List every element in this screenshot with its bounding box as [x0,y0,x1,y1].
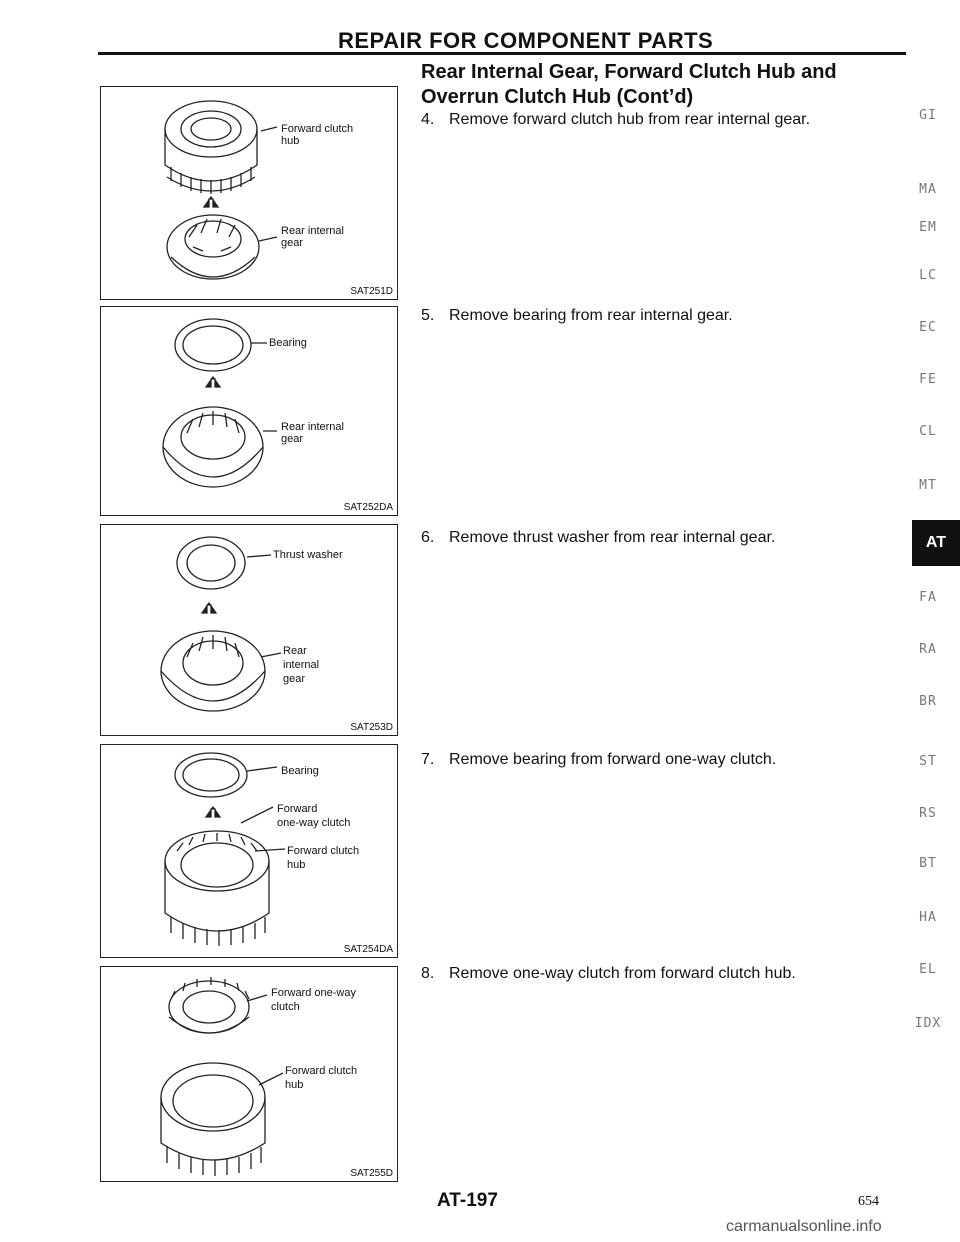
step-text: Remove bearing from rear internal gear. [449,307,733,324]
watermark: carmanualsonline.info [726,1218,882,1235]
label-forward-clutch: Forward clutch [285,1065,358,1077]
figure-sat253d: Thrust washer Rear internal gear SAT253D [100,524,398,736]
figure-sat255d: Forward one-way clutch Forward clutch hu… [100,966,398,1182]
step-number: 4. [421,111,435,128]
label-internal: internal [283,659,320,671]
tab-mt[interactable]: MT [919,478,937,493]
step-number: 8. [421,965,435,982]
label-rear: Rear [283,645,307,657]
step-5: 5. Remove bearing from rear internal gear… [421,306,733,326]
tab-ec[interactable]: EC [919,320,937,335]
label-forward: Forward [277,803,318,815]
step-8: 8. Remove one-way clutch from forward clu… [421,964,796,984]
tab-em[interactable]: EM [919,220,937,235]
figure-sat252da: Bearing Rear internal gear SAT252DA [100,306,398,516]
tab-fa[interactable]: FA [919,590,937,605]
label-gear: gear [283,673,306,685]
clutch-hub-gear-illustration [164,100,278,280]
bearing-gear-illustration [162,318,277,488]
step-number: 7. [421,751,435,768]
header-rule [98,52,906,55]
label-forward-clutch: Forward clutch [287,845,360,857]
figure-code: SAT253D [350,722,393,733]
step-6: 6. Remove thrust washer from rear interna… [421,528,775,548]
label-bearing: Bearing [269,337,307,349]
label-gear: gear [281,433,304,445]
label-thrust-washer: Thrust washer [273,549,343,561]
step-text: Remove forward clutch hub from rear inte… [449,111,811,128]
figure-code: SAT254DA [343,944,393,955]
figure-sat251d: Forward clutch hub Rear internal gear SA… [100,86,398,300]
figure-code: SAT255D [350,1168,393,1179]
step-number: 6. [421,529,435,546]
page-header: REPAIR FOR COMPONENT PARTS [338,28,714,53]
section-title: Rear Internal Gear, Forward Clutch Hub a… [421,61,837,108]
tab-ha[interactable]: HA [919,910,937,925]
tab-lc[interactable]: LC [919,268,937,283]
label-hub: hub [281,135,300,147]
step-4: 4. Remove forward clutch hub from rear in… [421,110,810,130]
figure-sat254da: Bearing Forward one-way clutch Forward c… [100,744,398,958]
tab-idx[interactable]: IDX [914,1016,942,1031]
bearing-oneway-clutch-hub-illustration [164,752,286,946]
figure-code: SAT252DA [343,502,393,513]
label-gear: gear [281,237,304,249]
tab-rs[interactable]: RS [919,806,937,821]
label-hub: hub [285,1079,304,1091]
step-text: Remove one-way clutch from forward clutc… [449,965,796,982]
figure-code: SAT251D [350,286,393,297]
tab-cl[interactable]: CL [919,424,937,439]
page-code: AT-197 [437,1190,498,1211]
tab-el[interactable]: EL [919,962,937,977]
label-clutch: clutch [271,1001,300,1013]
step-text: Remove bearing from forward one-way clut… [449,751,777,768]
label-bearing: Bearing [281,765,319,777]
step-7: 7. Remove bearing from forward one-way cl… [421,750,776,770]
label-forward-clutch: Forward clutch [281,123,354,135]
tab-at[interactable]: AT [912,520,960,566]
tab-ra[interactable]: RA [919,642,937,657]
label-one-way-clutch: one-way clutch [277,817,351,829]
step-text: Remove thrust washer from rear internal … [449,529,776,546]
label-forward-one-way: Forward one-way [271,987,356,999]
label-rear-internal: Rear internal [281,421,344,433]
oneway-clutch-hub-illustration [160,977,284,1176]
page-number: 654 [858,1194,879,1209]
tab-gi[interactable]: GI [919,108,937,123]
thrust-washer-gear-illustration [160,536,282,712]
tab-st[interactable]: ST [919,754,937,769]
label-hub: hub [287,859,306,871]
step-number: 5. [421,307,435,324]
tab-bt[interactable]: BT [919,856,937,871]
tab-fe[interactable]: FE [919,372,937,387]
tab-br[interactable]: BR [919,694,937,709]
label-rear-internal: Rear internal [281,225,344,237]
tab-ma[interactable]: MA [919,182,937,197]
